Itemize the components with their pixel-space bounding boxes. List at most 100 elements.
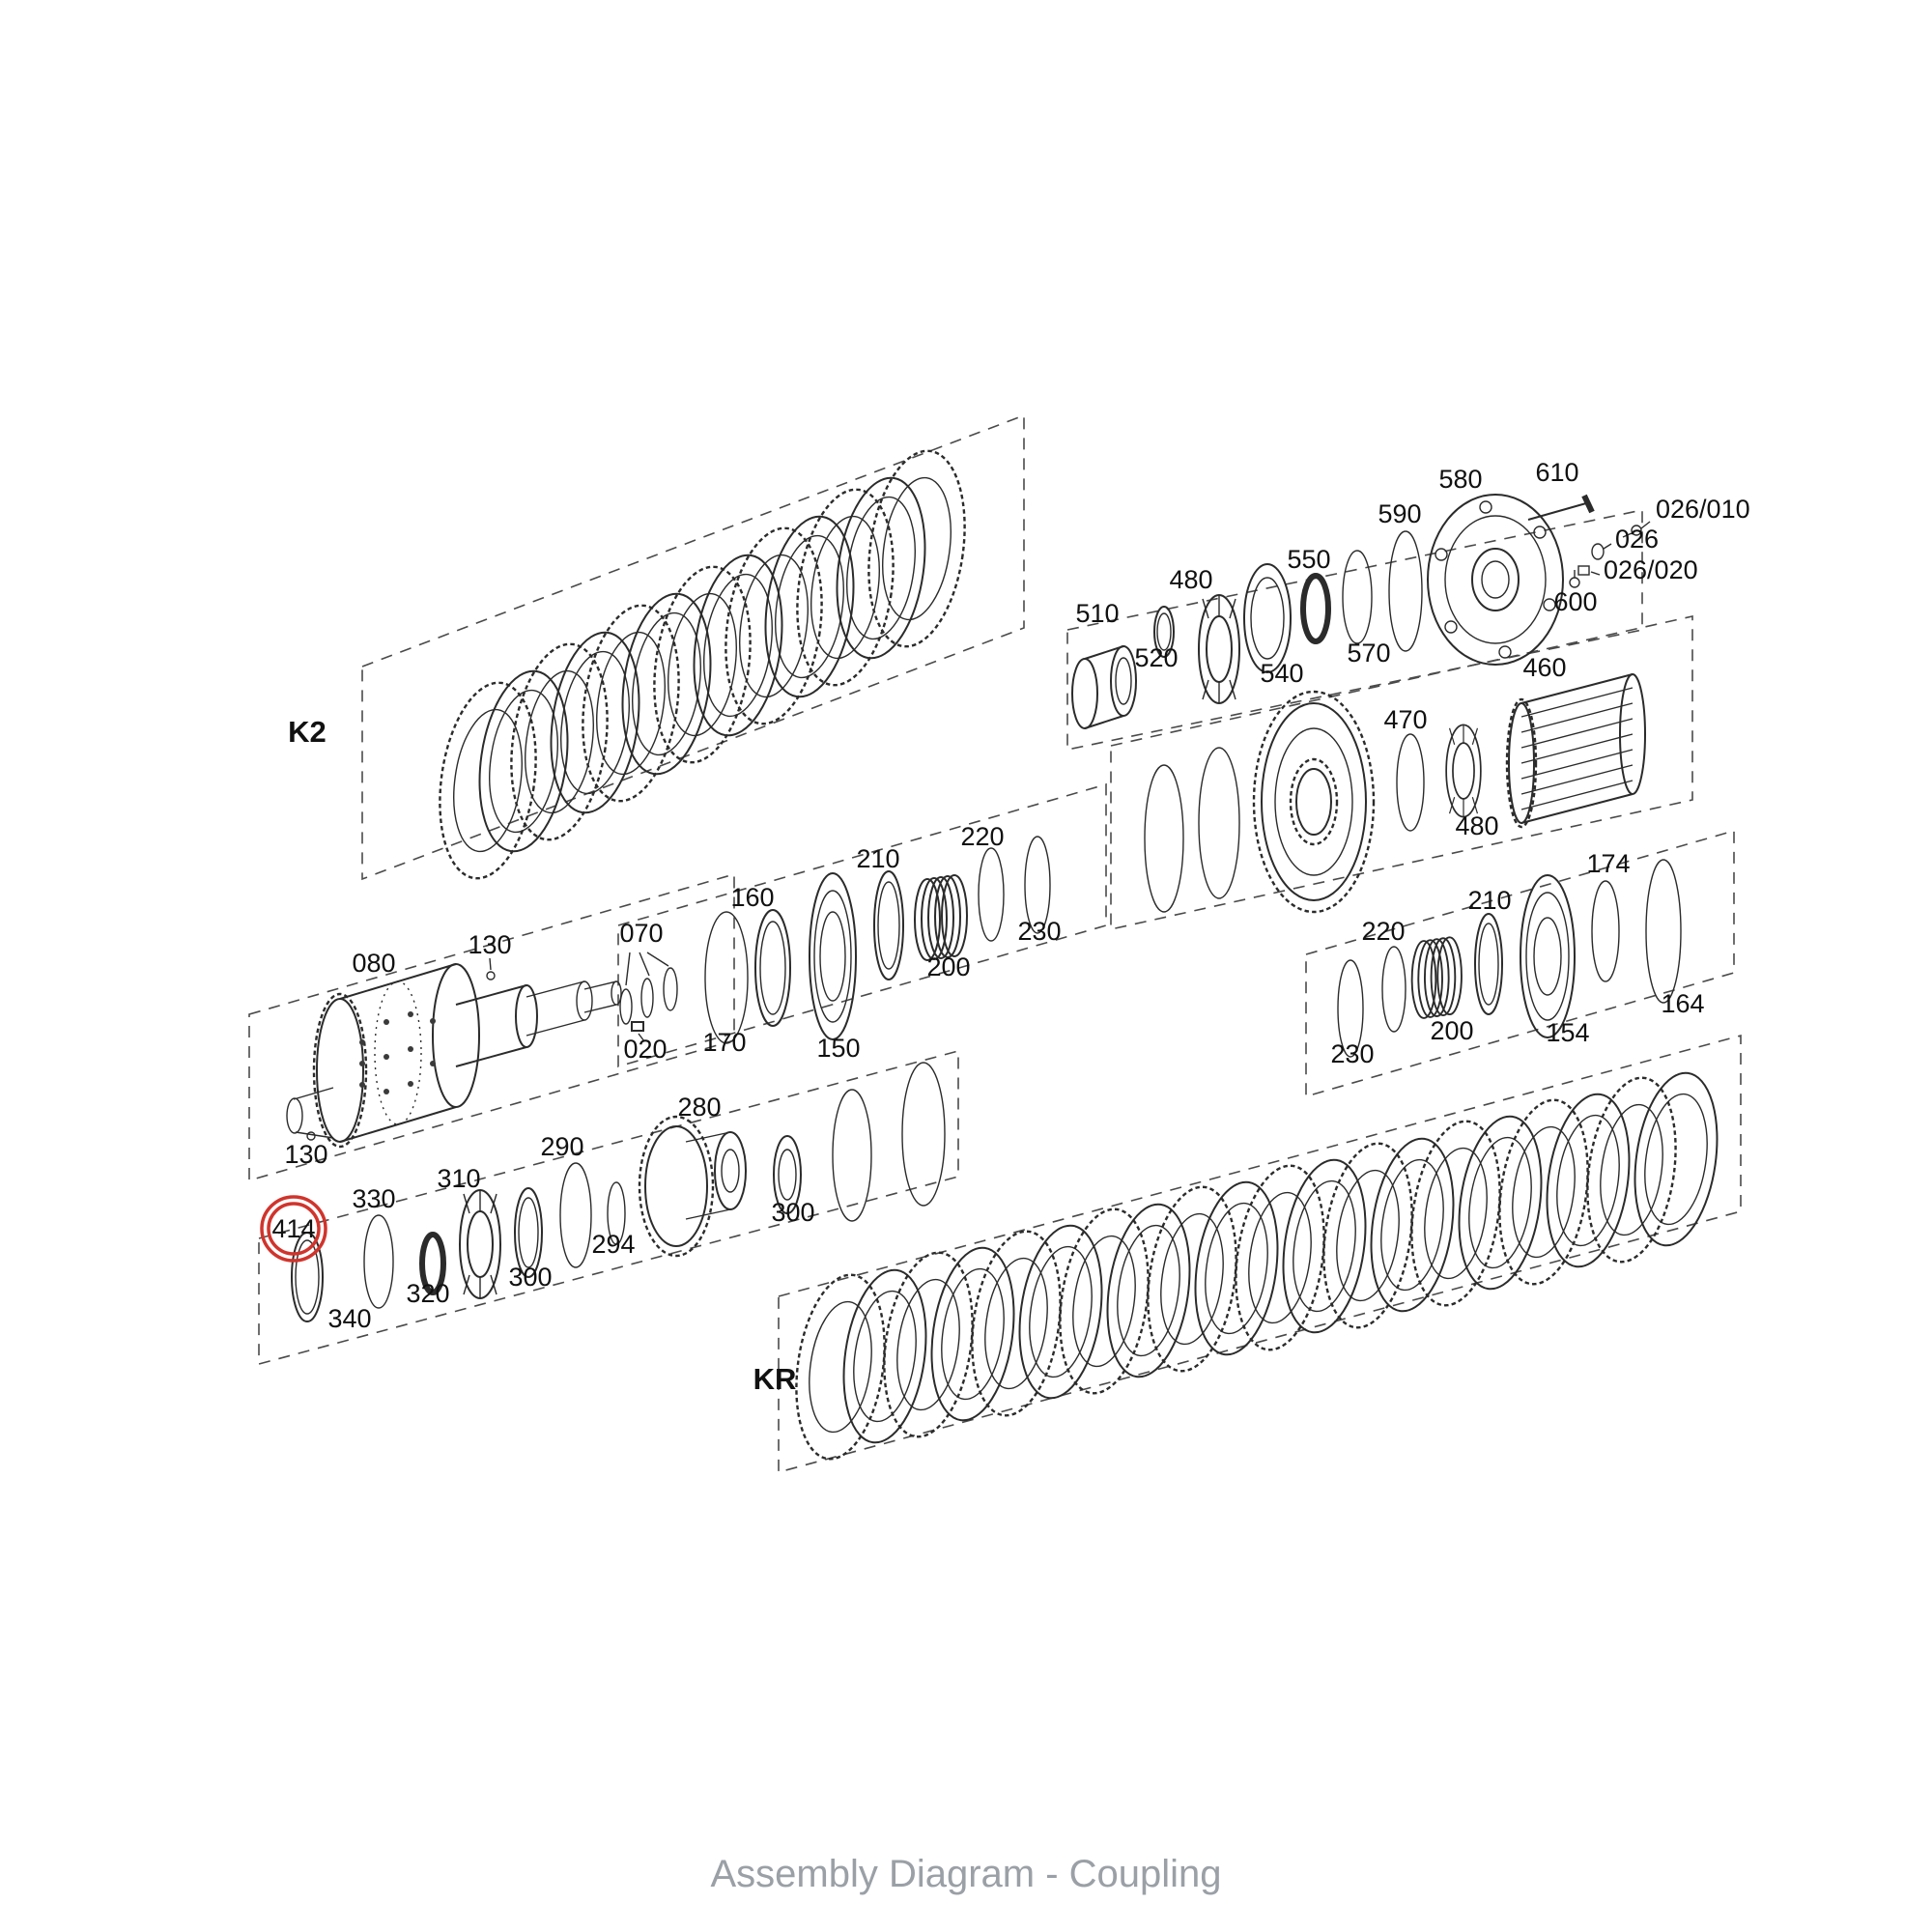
label-230-l: 230 (1017, 917, 1061, 946)
part-labels: K2 KR 580 610 026/010 026 026/020 590 55… (271, 458, 1749, 1396)
label-174: 174 (1586, 849, 1630, 878)
label-154: 154 (1546, 1018, 1589, 1047)
ring-300-a (514, 1187, 543, 1278)
ring-520 (1153, 606, 1175, 658)
input-shaft-assembly (286, 957, 622, 1149)
output-gear (1252, 690, 1376, 914)
right-ring-series (1337, 859, 1682, 1058)
ring-330 (363, 1214, 394, 1309)
right-rings-boundary (1305, 829, 1735, 1098)
k2-clutch-pack (427, 443, 978, 886)
bearing-310 (459, 1189, 501, 1299)
lower-hub-group (291, 1062, 946, 1322)
bearing-cone-480 (1445, 724, 1482, 818)
label-200-l: 200 (926, 952, 970, 981)
snap-ring-b (1198, 747, 1240, 899)
label-480-a: 480 (1169, 565, 1212, 594)
ring-230-right (1337, 959, 1364, 1058)
ring-470 (1396, 733, 1425, 832)
label-460: 460 (1522, 653, 1566, 682)
bearing-race-150 (809, 872, 857, 1040)
plug-020 (631, 1021, 645, 1042)
label-150: 150 (816, 1034, 860, 1063)
seal-ring-550 (1300, 573, 1331, 644)
bolt-610 (1527, 494, 1595, 521)
label-210-r: 210 (1467, 886, 1511, 915)
label-330: 330 (352, 1184, 395, 1213)
drum-perforations (359, 1011, 436, 1094)
snap-ring-d (901, 1062, 946, 1207)
ring-210-right (1474, 913, 1503, 1015)
label-080: 080 (352, 949, 395, 978)
ring-230-left (1024, 836, 1051, 934)
gear-row-group (1144, 673, 1646, 914)
label-230-r: 230 (1330, 1039, 1374, 1068)
label-610: 610 (1535, 458, 1578, 487)
snap-ring-170 (704, 911, 749, 1044)
ring-210-left (873, 870, 904, 980)
label-300-b: 300 (771, 1198, 814, 1227)
label-310: 310 (437, 1164, 480, 1193)
label-550: 550 (1287, 545, 1330, 574)
gear-hub-280 (638, 1115, 747, 1258)
label-280: 280 (677, 1093, 721, 1122)
label-320: 320 (406, 1279, 449, 1308)
label-220-r: 220 (1361, 917, 1405, 946)
taper-bearing-480 (1198, 594, 1240, 704)
shim-rings-070 (619, 952, 678, 1025)
ring-160 (754, 909, 791, 1027)
bushing-510 (1071, 645, 1137, 729)
label-470: 470 (1383, 705, 1427, 734)
label-200-r: 200 (1430, 1016, 1473, 1045)
highlight-414 (260, 1195, 327, 1263)
label-160: 160 (730, 883, 774, 912)
label-580: 580 (1438, 465, 1482, 494)
bearing-cup-540 (1243, 563, 1292, 673)
bolt-600 (1569, 570, 1580, 588)
spring-pack-200-left (914, 874, 968, 961)
diagram-title: Assembly Diagram - Coupling (710, 1853, 1222, 1895)
label-570: 570 (1347, 639, 1390, 668)
shaft-steps (455, 980, 622, 1067)
label-210-l: 210 (856, 844, 899, 873)
label-300-a: 300 (508, 1263, 552, 1292)
o-ring-590 (1388, 530, 1423, 652)
label-480-b: 480 (1455, 811, 1498, 840)
label-kr: KR (753, 1362, 797, 1396)
label-220-l: 220 (960, 822, 1004, 851)
k2-boundary (361, 413, 1025, 881)
shaft-stub (286, 1087, 334, 1139)
ring-220-left (978, 847, 1005, 942)
piston-154 (1520, 874, 1576, 1038)
label-130-b: 130 (284, 1140, 327, 1169)
mid-rings-boundary (617, 782, 1107, 1068)
label-070: 070 (619, 919, 663, 948)
label-290: 290 (540, 1132, 583, 1161)
cover-group (1427, 494, 1651, 666)
label-026: 026 (1615, 525, 1659, 554)
spring-pack-200-right (1410, 936, 1463, 1019)
snap-ring-c (832, 1089, 872, 1222)
label-294: 294 (591, 1230, 635, 1259)
label-340: 340 (327, 1304, 371, 1333)
pin-026-020 (1577, 565, 1601, 576)
label-130-a: 130 (468, 930, 511, 959)
splined-drum-460 (1505, 673, 1646, 829)
label-600: 600 (1553, 587, 1597, 616)
washer-026 (1591, 543, 1612, 560)
bearing-300-b (773, 1135, 802, 1214)
shim-294 (607, 1181, 626, 1245)
label-540: 540 (1260, 659, 1303, 688)
label-590: 590 (1378, 499, 1421, 528)
left-ring-series (619, 836, 1051, 1044)
label-020: 020 (623, 1035, 667, 1064)
ring-164 (1645, 859, 1682, 1004)
seal-320 (419, 1232, 446, 1295)
bearing-row-group (1071, 530, 1423, 729)
kr-clutch-pack (783, 1066, 1729, 1466)
plug-130-bottom (306, 1131, 316, 1141)
ring-340 (291, 1232, 324, 1322)
plug-130-top (486, 971, 496, 980)
snap-ring-290 (559, 1162, 592, 1268)
